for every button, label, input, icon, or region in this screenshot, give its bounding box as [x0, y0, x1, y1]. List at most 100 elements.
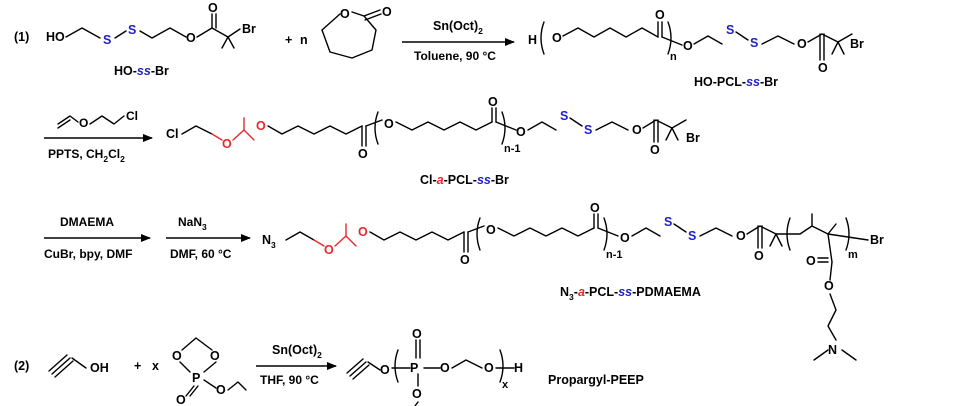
svg-text:O: O	[412, 387, 422, 401]
svg-text:O: O	[797, 37, 807, 51]
svg-text:O: O	[380, 363, 390, 377]
svg-text:O: O	[460, 253, 470, 267]
svg-text:O: O	[683, 39, 693, 53]
svg-text:PPTS, CH2Cl2: PPTS, CH2Cl2	[48, 147, 125, 164]
svg-text:O: O	[806, 254, 816, 268]
svg-text:Sn(Oct)2: Sn(Oct)2	[433, 19, 483, 36]
svg-text:O: O	[172, 349, 182, 363]
svg-text:P: P	[192, 371, 200, 385]
svg-text:S: S	[664, 215, 672, 229]
svg-text:O: O	[818, 61, 828, 75]
svg-text:O: O	[824, 279, 834, 293]
svg-text:n-1: n-1	[504, 143, 521, 155]
svg-text:Cl: Cl	[166, 127, 179, 141]
svg-text:H: H	[514, 361, 523, 375]
svg-text:CuBr, bpy, DMF: CuBr, bpy, DMF	[44, 247, 132, 261]
svg-text:O: O	[484, 361, 494, 375]
atom-o: O	[208, 1, 218, 15]
propargyl-alcohol-structure: OH	[48, 354, 109, 378]
step-number-2: (2)	[14, 359, 29, 373]
atom-s: S	[128, 23, 136, 37]
svg-text:Toluene, 90 °C: Toluene, 90 °C	[414, 49, 496, 63]
svg-text:O: O	[176, 393, 186, 406]
svg-text:S: S	[750, 36, 758, 50]
svg-text:O: O	[384, 117, 394, 131]
svg-text:N: N	[828, 343, 837, 357]
svg-text:O: O	[358, 147, 368, 161]
svg-text:Br: Br	[686, 131, 700, 145]
svg-text:n-1: n-1	[606, 249, 623, 261]
svg-text:Cl: Cl	[126, 109, 138, 123]
svg-text:O: O	[440, 361, 450, 375]
svg-text:S: S	[584, 123, 592, 137]
svg-text:NaN3: NaN3	[178, 215, 207, 232]
label-n3-a-pcl-ss-pdmaema: N3-a-PCL-ss-PDMAEMA	[560, 285, 701, 302]
propargyl-peep-structure: O P O O O O x H	[346, 327, 523, 406]
svg-text:Br: Br	[870, 233, 884, 247]
svg-text:+: +	[134, 359, 141, 373]
step-3-row: DMAEMA CuBr, bpy, DMF NaN3 DMF, 60 °C N3…	[44, 201, 884, 361]
svg-text:m: m	[848, 249, 858, 261]
reaction-arrow-2: PPTS, CH2Cl2	[44, 134, 153, 164]
svg-text:Sn(Oct)2: Sn(Oct)2	[272, 343, 322, 360]
svg-text:O: O	[736, 229, 746, 243]
svg-text:n: n	[670, 51, 677, 63]
svg-text:S: S	[726, 23, 734, 37]
ss-highlight: ss	[137, 64, 151, 78]
svg-text:O: O	[590, 201, 600, 215]
svg-text:O: O	[754, 249, 764, 263]
svg-text:O: O	[256, 119, 266, 133]
svg-text:O: O	[210, 349, 220, 363]
vinyl-ether-reagent: O Cl	[57, 109, 138, 130]
label-ho-ss-br: HO-ss-Br	[114, 64, 169, 78]
svg-text:O: O	[324, 243, 334, 257]
ho-pcl-ss-br-structure: H O O n O S S O O Br	[528, 8, 864, 75]
reaction-arrow-3a: DMAEMA CuBr, bpy, DMF	[44, 215, 151, 261]
caprolactone-structure: O O	[321, 5, 392, 59]
cyclic-phosphate-structure: O O P O O	[172, 337, 247, 406]
atom-ho: HO	[46, 30, 65, 44]
reaction-arrow-3b: NaN3 DMF, 60 °C	[166, 215, 251, 261]
svg-text:DMAEMA: DMAEMA	[60, 215, 114, 229]
svg-text:S: S	[688, 229, 696, 243]
atom-o: O	[340, 7, 350, 21]
svg-text:O: O	[620, 231, 630, 245]
svg-text:S: S	[560, 109, 568, 123]
step-number-1: (1)	[14, 30, 29, 44]
label-ho-pcl-ss-br: HO-PCL-ss-Br	[694, 75, 778, 89]
svg-text:P: P	[410, 361, 418, 375]
atom-o: O	[382, 5, 392, 19]
svg-text:O: O	[632, 123, 642, 137]
svg-text:x: x	[152, 359, 159, 373]
coefficient-n: n	[300, 33, 308, 47]
svg-text:Br: Br	[850, 37, 864, 51]
svg-text:O: O	[516, 125, 526, 139]
step-1-row: (1) HO S S O O Br HO-ss-Br + n	[14, 1, 864, 89]
svg-text:OH: OH	[90, 361, 109, 375]
svg-text:O: O	[412, 327, 422, 341]
svg-text:O: O	[222, 137, 232, 151]
svg-text:x: x	[502, 379, 509, 391]
svg-text:O: O	[486, 223, 496, 237]
label-cl-a-pcl-ss-br: Cl-a-PCL-ss-Br	[420, 173, 509, 187]
svg-text:DMF, 60 °C: DMF, 60 °C	[170, 247, 232, 261]
step-4-row: (2) OH + x O O P O O Sn(Oct)2	[14, 327, 644, 406]
svg-text:N3: N3	[262, 233, 276, 250]
reaction-arrow-1: Sn(Oct)2 Toluene, 90 °C	[402, 19, 515, 63]
svg-text:O: O	[358, 225, 368, 239]
svg-text:O: O	[488, 95, 498, 109]
atom-o: O	[186, 31, 196, 45]
ho-ss-br-structure: HO S S O O Br	[46, 1, 256, 49]
step-2-row: O Cl PPTS, CH2Cl2 Cl O O O O O	[44, 95, 700, 187]
svg-text:O: O	[655, 8, 665, 22]
svg-text:O: O	[650, 143, 660, 157]
svg-text:H: H	[528, 33, 537, 47]
plus-sign: +	[285, 33, 292, 47]
svg-text:O: O	[79, 116, 88, 130]
cl-a-pcl-ss-br-structure: Cl O O O O O n-1 O S S	[166, 95, 700, 161]
atom-s: S	[103, 33, 111, 47]
label-propargyl-peep: Propargyl-PEEP	[548, 373, 644, 387]
svg-text:O: O	[552, 31, 562, 45]
atom-br: Br	[242, 22, 256, 36]
